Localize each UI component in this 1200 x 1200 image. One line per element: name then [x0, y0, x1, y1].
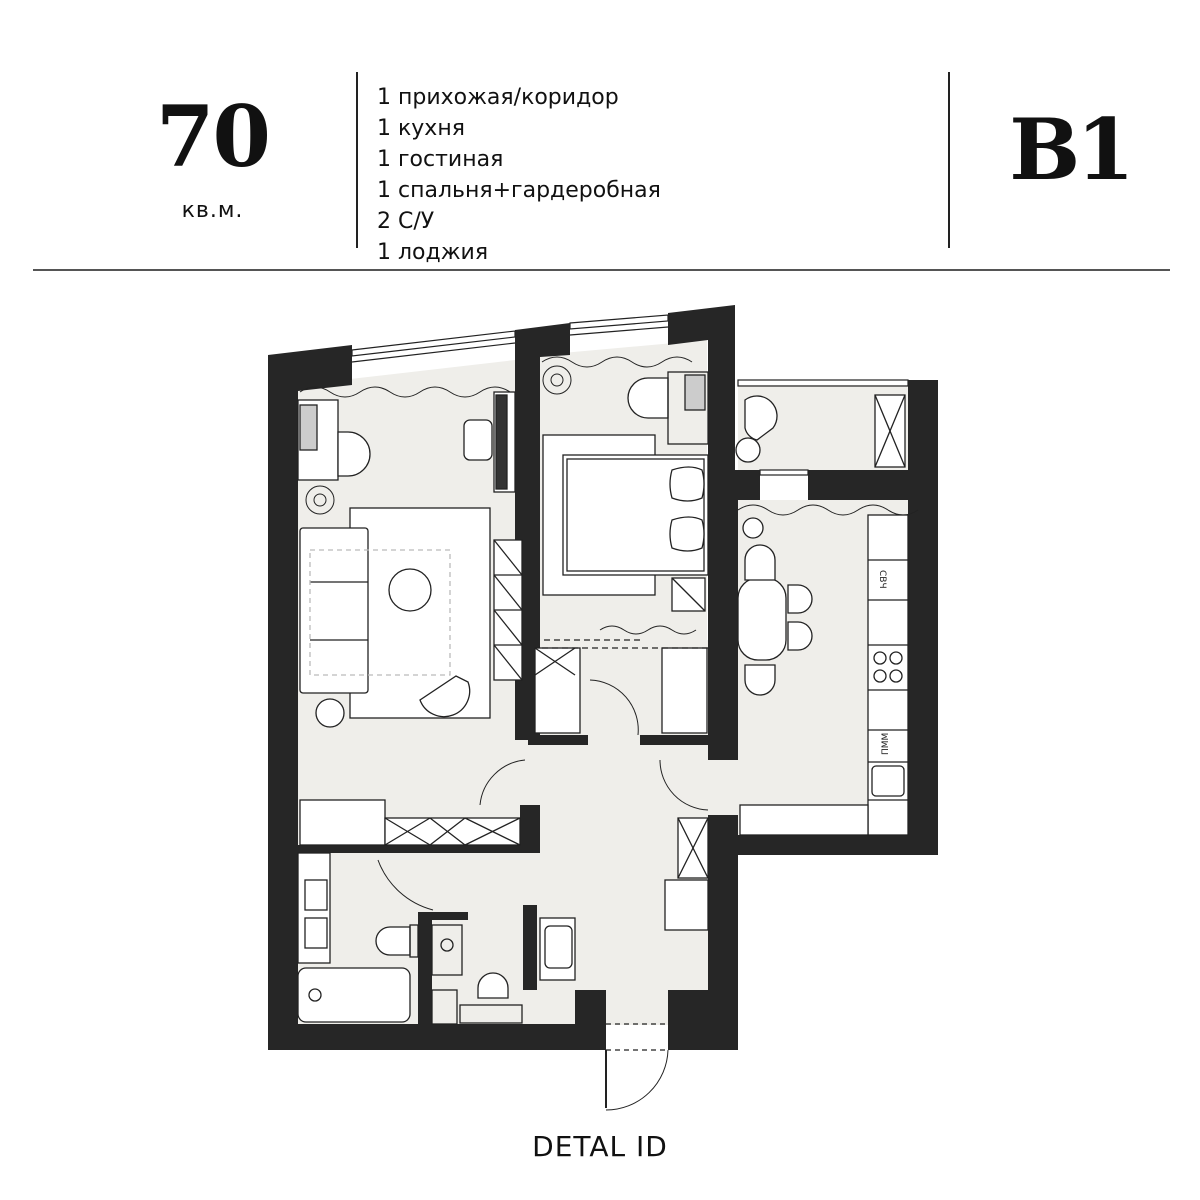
walls: [268, 305, 938, 1050]
room-item: 2 С/У: [377, 209, 435, 234]
windows: [351, 314, 909, 476]
area-unit: кв.м.: [181, 198, 244, 223]
plan-header: 70 кв.м. 1 прихожая/коридор 1 кухня 1 го…: [0, 0, 1200, 272]
apartment-code: B1: [1009, 100, 1134, 199]
header-rule: [33, 269, 1170, 271]
divider-left: [356, 72, 358, 248]
room-item: 1 прихожая/коридор: [377, 85, 619, 110]
room-item: 1 спальня+гардеробная: [377, 178, 661, 203]
microwave-label: СВЧ: [877, 570, 887, 589]
dishwasher-label: ПММ: [881, 733, 891, 755]
area-value: 70: [156, 87, 271, 186]
room-list: 1 прихожая/коридор 1 кухня 1 гостиная 1 …: [377, 82, 661, 268]
appliance-labels: СВЧ ПММ: [877, 570, 891, 755]
room-item: 1 лоджия: [377, 240, 489, 265]
plants: [305, 365, 572, 515]
divider-right: [948, 72, 950, 248]
room-item: 1 кухня: [377, 116, 465, 141]
room-item: 1 гостиная: [377, 147, 504, 172]
brand-footer: DETAL ID: [532, 1130, 668, 1163]
furniture: [297, 356, 919, 1111]
